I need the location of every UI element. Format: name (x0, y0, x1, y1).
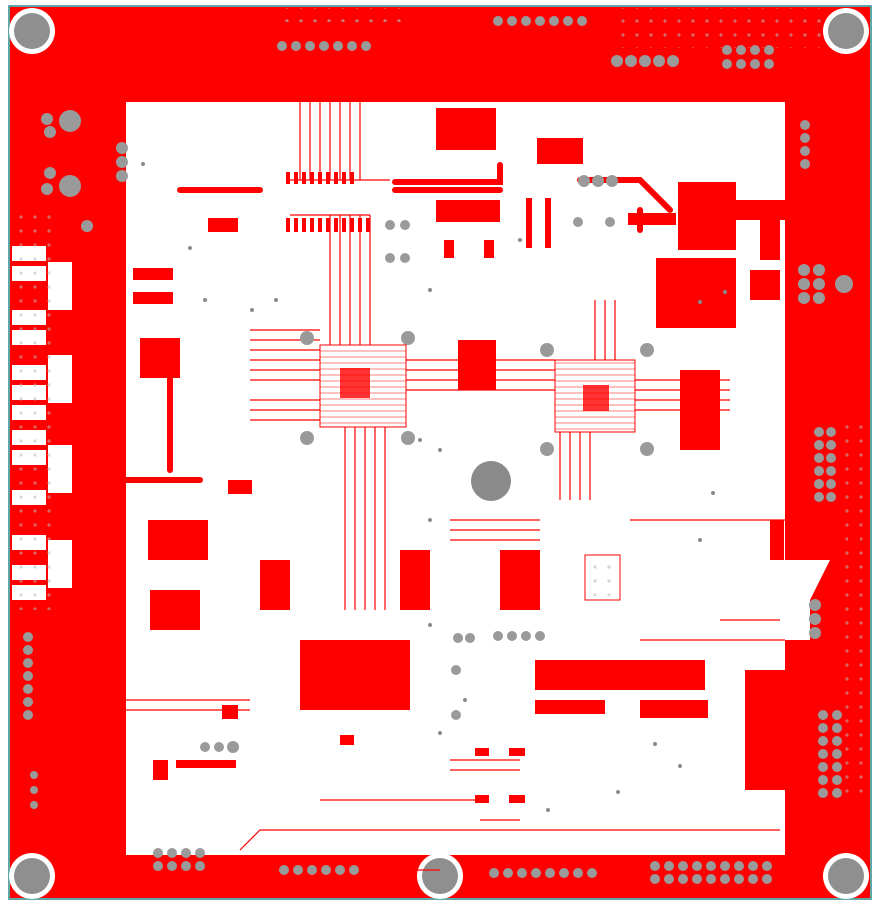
through-hole-pads-top-left (41, 110, 93, 232)
via-field-left (12, 210, 52, 610)
power-plane-blocks (110, 182, 785, 328)
power-polygon-bottom-left (148, 800, 243, 845)
copper-notch-right (785, 560, 830, 640)
board-outline (8, 5, 872, 900)
bga-chip-right (554, 359, 636, 433)
qfn-chip-small (584, 554, 621, 601)
interior-vias (141, 162, 727, 812)
resistor-arrays (286, 172, 694, 684)
header-pins (23, 16, 853, 884)
via-field-top (280, 8, 410, 22)
via-field-right (840, 420, 868, 800)
bga-chip-left (319, 344, 407, 428)
via-field-top-right (615, 8, 825, 48)
mounting-holes (9, 8, 869, 899)
smd-pads (133, 108, 860, 803)
